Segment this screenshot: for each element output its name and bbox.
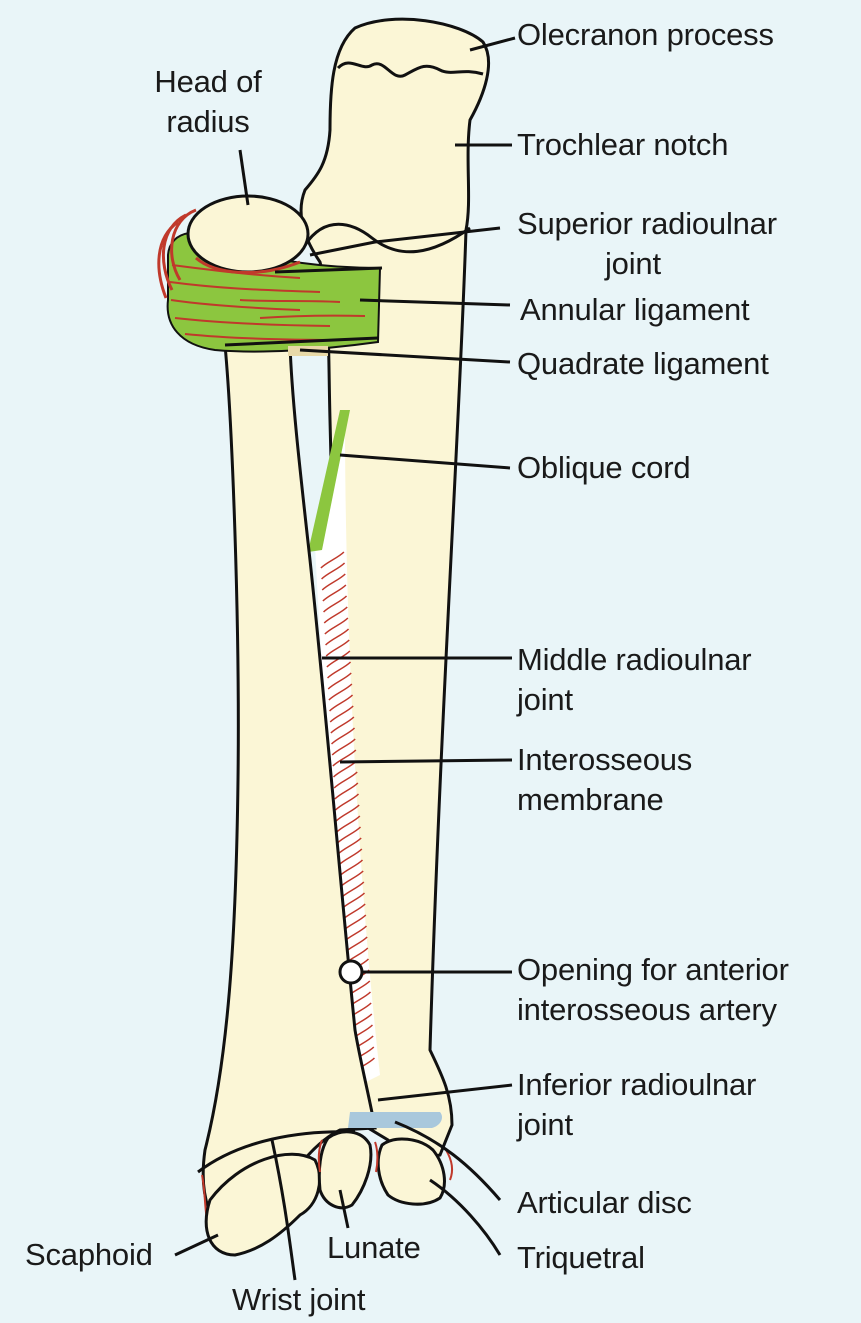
label-sup-ru-line2: joint bbox=[517, 244, 777, 284]
label-inf-ru-line1: Inferior radioulnar bbox=[517, 1065, 756, 1105]
label-articular-disc: Articular disc bbox=[517, 1183, 692, 1223]
label-sup-ru-line1: Superior radioulnar bbox=[517, 204, 777, 244]
label-middle-radioulnar-joint: Middle radioulnar joint bbox=[517, 640, 751, 720]
label-triquetral-text: Triquetral bbox=[517, 1238, 645, 1278]
label-opening-line1: Opening for anterior bbox=[517, 950, 789, 990]
label-annular-ligament: Annular ligament bbox=[520, 290, 749, 330]
label-head-of-radius-line1: Head of bbox=[138, 62, 278, 102]
label-superior-radioulnar-joint: Superior radioulnar joint bbox=[517, 204, 777, 284]
label-opening-anterior-interosseous-artery: Opening for anterior interosseous artery bbox=[517, 950, 789, 1030]
label-head-of-radius: Head of radius bbox=[138, 62, 278, 142]
label-head-of-radius-line2: radius bbox=[138, 102, 278, 142]
label-inf-ru-line2: joint bbox=[517, 1105, 756, 1145]
label-mid-ru-line2: joint bbox=[517, 680, 751, 720]
label-inferior-radioulnar-joint: Inferior radioulnar joint bbox=[517, 1065, 756, 1145]
label-olecranon-process: Olecranon process bbox=[517, 15, 774, 55]
label-lunate-text: Lunate bbox=[327, 1228, 421, 1268]
label-trochlear-notch: Trochlear notch bbox=[517, 125, 728, 165]
label-wrist-joint-text: Wrist joint bbox=[232, 1280, 365, 1320]
label-annular-text: Annular ligament bbox=[520, 290, 749, 330]
label-scaphoid-text: Scaphoid bbox=[25, 1235, 153, 1275]
label-wrist-joint: Wrist joint bbox=[232, 1280, 365, 1320]
label-articular-disc-text: Articular disc bbox=[517, 1183, 692, 1223]
label-oblique-cord: Oblique cord bbox=[517, 448, 690, 488]
label-opening-line2: interosseous artery bbox=[517, 990, 789, 1030]
articular-disc-shape bbox=[348, 1112, 442, 1128]
label-oblique-text: Oblique cord bbox=[517, 448, 690, 488]
label-quadrate-text: Quadrate ligament bbox=[517, 344, 769, 384]
label-quadrate-ligament: Quadrate ligament bbox=[517, 344, 769, 384]
arterial-opening bbox=[340, 961, 362, 983]
label-interosseous-line1: Interosseous bbox=[517, 740, 692, 780]
radial-head bbox=[188, 196, 308, 272]
label-olecranon-text: Olecranon process bbox=[517, 15, 774, 55]
label-interosseous-membrane: Interosseous membrane bbox=[517, 740, 692, 820]
label-mid-ru-line1: Middle radioulnar bbox=[517, 640, 751, 680]
label-scaphoid: Scaphoid bbox=[25, 1235, 153, 1275]
label-interosseous-line2: membrane bbox=[517, 780, 692, 820]
lunate-bone bbox=[319, 1132, 371, 1208]
label-lunate: Lunate bbox=[327, 1228, 421, 1268]
label-trochlear-text: Trochlear notch bbox=[517, 125, 728, 165]
label-triquetral: Triquetral bbox=[517, 1238, 645, 1278]
